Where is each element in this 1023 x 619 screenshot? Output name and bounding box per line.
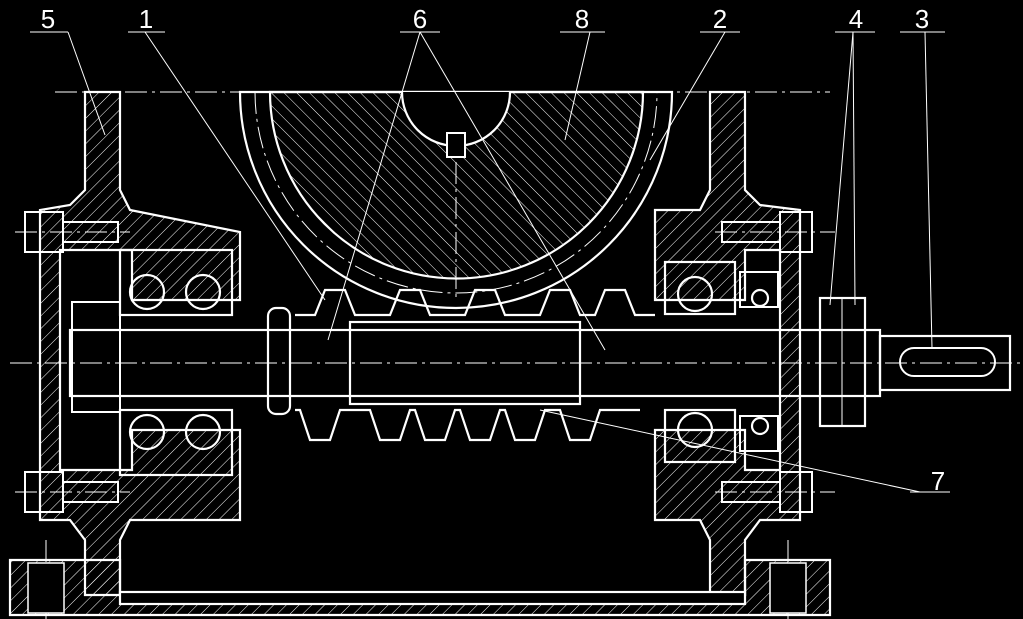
housing xyxy=(8,90,832,617)
right-bearing xyxy=(663,260,779,464)
worm-wheel xyxy=(238,90,674,310)
callout-3: 3 xyxy=(915,4,929,34)
leader-lines xyxy=(30,31,950,493)
callout-8: 8 xyxy=(575,4,589,34)
callout-labels: 5 1 6 8 2 4 3 7 xyxy=(41,4,945,496)
round-nuts xyxy=(818,296,867,428)
left-bearings xyxy=(118,248,234,477)
callout-5: 5 xyxy=(41,4,55,34)
callout-2: 2 xyxy=(713,4,727,34)
callout-6: 6 xyxy=(413,4,427,34)
callout-4: 4 xyxy=(849,4,863,34)
worm-shaft xyxy=(68,301,1012,416)
callout-1: 1 xyxy=(139,4,153,34)
callout-7: 7 xyxy=(931,466,945,496)
worm-teeth xyxy=(295,288,655,442)
bolts xyxy=(24,211,813,513)
